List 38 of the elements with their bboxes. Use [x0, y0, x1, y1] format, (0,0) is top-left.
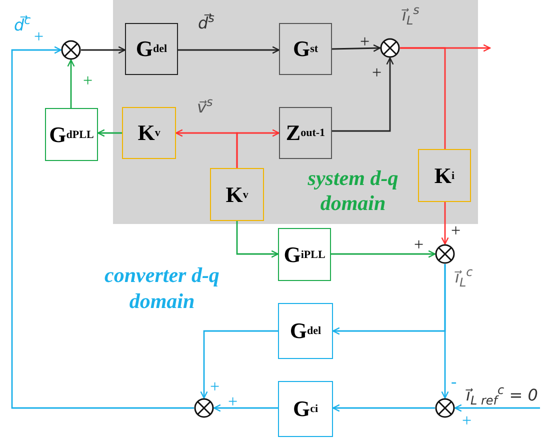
arrow: [97, 129, 122, 137]
arrow: [331, 250, 436, 258]
arrow: [11, 46, 194, 409]
summing-junction: [61, 40, 81, 60]
arrow: [81, 46, 126, 54]
sign-label: +: [360, 33, 370, 50]
arrow: [441, 264, 449, 399]
summing-junction: [380, 38, 400, 58]
domain-label: converter d-q domain: [104, 262, 220, 314]
sign-label: -: [451, 373, 457, 390]
arrow: [441, 202, 449, 245]
arrow: [454, 404, 540, 412]
sign-label: +: [83, 72, 93, 89]
arrow: [236, 129, 280, 168]
signal-label: d⃗$^{s}$: [198, 12, 214, 32]
sign-label: +: [414, 236, 424, 253]
sign-label: +: [34, 28, 44, 45]
domain-panel: [113, 0, 478, 224]
signal-label: v⃗$^{s}$: [197, 96, 213, 116]
summing-junction: [435, 244, 455, 264]
sign-label: +: [451, 222, 461, 239]
arrow: [332, 44, 381, 52]
arrow: [332, 57, 394, 132]
arrow: [67, 59, 75, 108]
sign-label: +: [228, 393, 238, 410]
sign-label: +: [372, 64, 382, 81]
sign-label: +: [462, 412, 472, 429]
arrow: [236, 221, 279, 258]
summing-junction: [435, 398, 455, 418]
signal-label: d⃗$^{c}$: [14, 14, 31, 34]
sign-label: +: [210, 378, 220, 395]
summing-junction: [194, 398, 214, 418]
arrow: [332, 404, 435, 412]
domain-label: system d-q domain: [306, 166, 400, 216]
arrow: [200, 330, 278, 399]
signal-label: i⃗$_{L ref}$$^{c}$ = 0: [466, 384, 538, 407]
arrow: [178, 46, 280, 54]
arrow: [213, 404, 278, 412]
